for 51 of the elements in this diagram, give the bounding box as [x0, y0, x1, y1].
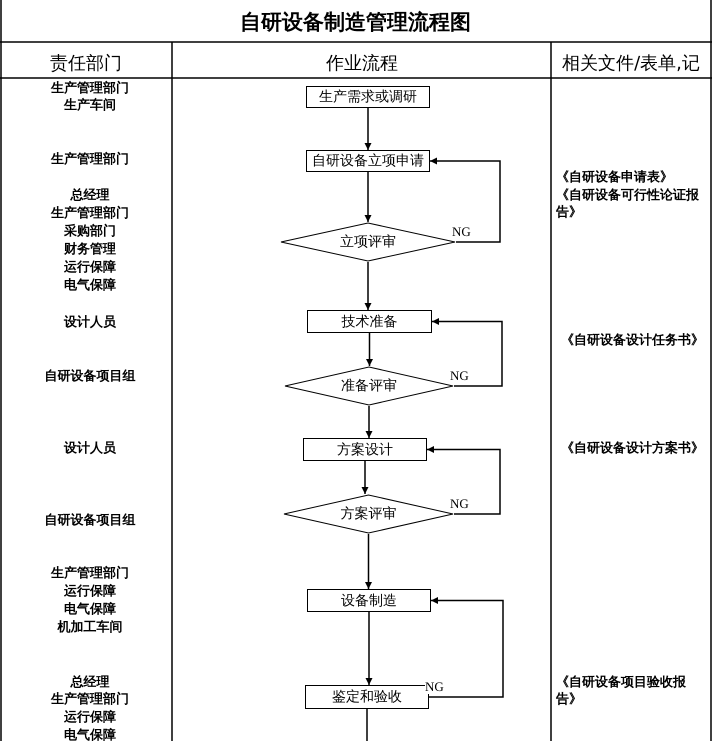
column-header: 责任部门: [50, 52, 122, 76]
column-header: 作业流程: [326, 52, 398, 76]
edge-label: NG: [450, 369, 469, 383]
process-box: 设备制造: [307, 589, 431, 612]
department-label: 电气保障: [64, 277, 116, 294]
department-label: 生产车间: [64, 97, 116, 114]
department-label: 运行保障: [64, 709, 116, 726]
title: 自研设备制造管理流程图: [240, 9, 471, 36]
arrow: [366, 406, 372, 438]
department-label: 设计人员: [64, 440, 116, 457]
arrow: [364, 108, 372, 150]
document-label: 《自研设备申请表》: [556, 169, 674, 186]
department-label: 生产管理部门: [51, 151, 129, 168]
document-label: 《自研设备可行性论证报告》: [556, 187, 700, 221]
arrow: [366, 612, 372, 685]
department-label: 生产管理部门: [51, 565, 129, 582]
arrow: [364, 172, 372, 222]
department-label: 总经理: [70, 187, 110, 204]
department-label: 财务管理: [64, 241, 116, 258]
department-label: 设计人员: [64, 314, 116, 331]
arrow: [364, 262, 372, 310]
arrow: [427, 446, 501, 515]
process-box: 技术准备: [307, 310, 432, 333]
process-box: 自研设备立项申请: [306, 150, 430, 172]
document-label: 《自研设备设计任务书》: [561, 332, 705, 349]
department-label: 生产管理部门: [51, 691, 129, 708]
department-label: 自研设备项目组: [44, 368, 136, 385]
department-label: 运行保障: [64, 583, 116, 600]
department-label: 电气保障: [64, 601, 116, 618]
department-label: 生产管理部门: [51, 80, 129, 97]
arrow: [429, 597, 504, 698]
department-label: 机加工车间: [58, 619, 122, 636]
process-box: 方案设计: [303, 438, 427, 461]
arrow: [430, 158, 501, 243]
department-label: 电气保障: [64, 727, 116, 741]
process-box: 生产需求或调研: [306, 86, 430, 108]
arrow: [366, 333, 373, 366]
arrow: [365, 534, 372, 589]
edge-label: NG: [425, 680, 444, 694]
arrow: [362, 461, 368, 494]
department-label: 采购部门: [64, 223, 116, 240]
document-label: 《自研设备项目验收报告》: [556, 674, 687, 708]
department-label: 总经理: [70, 674, 110, 691]
edge-label: NG: [452, 225, 471, 239]
department-label: 运行保障: [64, 259, 116, 276]
document-label: 《自研设备设计方案书》: [561, 440, 705, 457]
arrow: [432, 318, 503, 387]
column-header: 相关文件/表单,记: [562, 52, 700, 76]
department-label: 自研设备项目组: [44, 512, 136, 529]
edge-label: NG: [450, 497, 469, 511]
department-label: 生产管理部门: [51, 205, 129, 222]
